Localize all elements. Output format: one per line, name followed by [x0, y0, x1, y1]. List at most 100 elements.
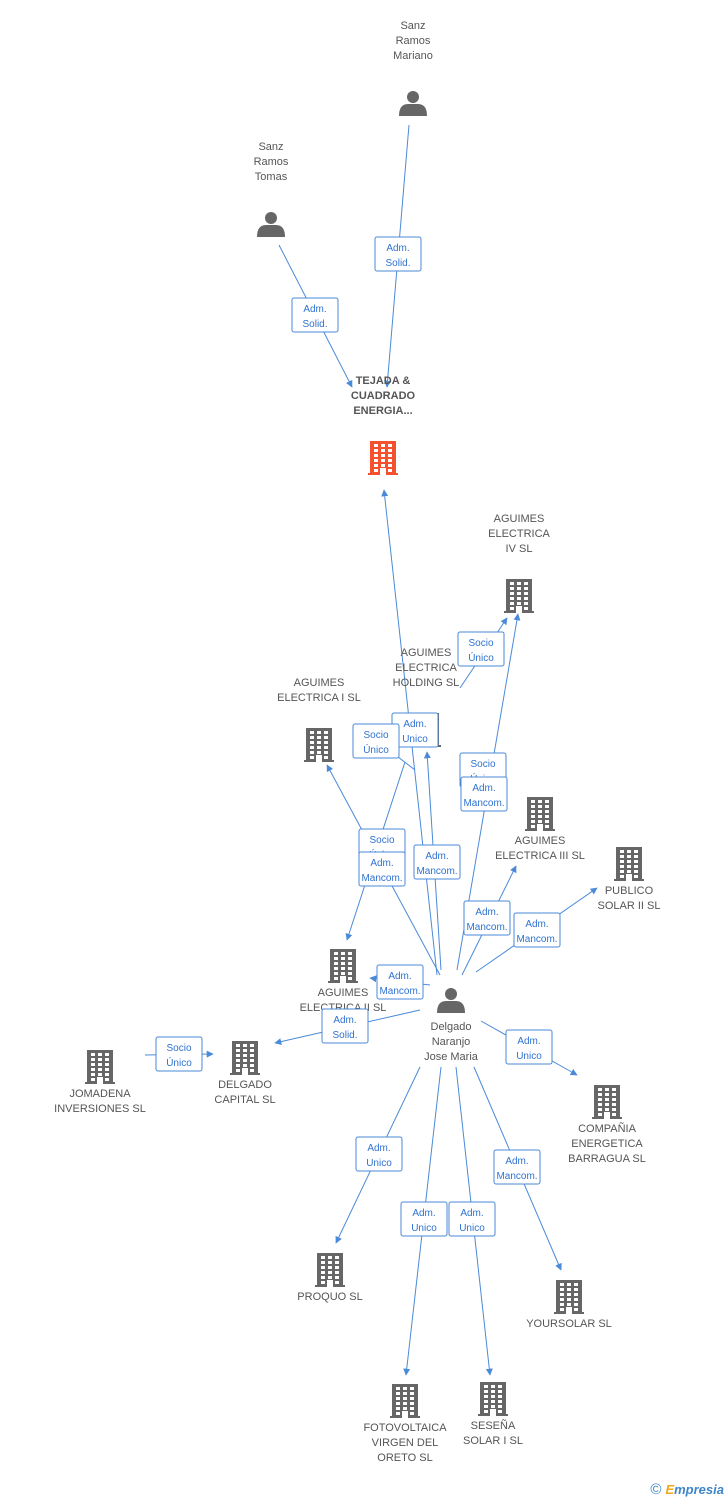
- edge-label-text: Adm.: [425, 851, 448, 862]
- building-icon-aguimes_iii[interactable]: [525, 797, 555, 831]
- edge-label-delgado-aguimes_holding[interactable]: Adm. Mancom.: [413, 844, 461, 880]
- edge-label-delgado-yoursolar[interactable]: Adm. Mancom.: [493, 1149, 541, 1185]
- edge-label-text: Unico: [402, 734, 428, 745]
- node-label-yoursolar[interactable]: YOURSOLAR SL: [526, 1318, 612, 1330]
- node-label-line: INVERSIONES SL: [54, 1103, 146, 1115]
- edge-label-delgado-proquo[interactable]: Adm. Unico: [355, 1136, 403, 1172]
- edge-label-text: Adm.: [475, 907, 498, 918]
- edge-labels-layer: Adm.Solid.Adm.Solid.Adm.UnicoSocioÚnicoS…: [155, 236, 561, 1237]
- building-icon-barragua[interactable]: [592, 1085, 622, 1119]
- copyright-symbol: ©: [650, 1481, 662, 1498]
- building-icon-yoursolar[interactable]: [554, 1280, 584, 1314]
- edge-label-delgado-fotovoltaica[interactable]: Adm.Unico: [400, 1201, 448, 1237]
- edge-label-text: Adm.: [472, 783, 495, 794]
- edge-label-delgado-senesa[interactable]: Adm.Unico: [448, 1201, 496, 1237]
- node-label-line: SESEÑA: [471, 1419, 516, 1432]
- node-label-line: AGUIMES: [494, 513, 545, 525]
- person-icon-delgado[interactable]: [437, 988, 465, 1013]
- node-label-line: SOLAR II SL: [598, 900, 661, 912]
- edge-label-text: Adm.: [388, 971, 411, 982]
- building-icon-delgado_capital[interactable]: [230, 1041, 260, 1075]
- edge-label-text: Único: [166, 1056, 192, 1069]
- edge-label-text: Socio: [166, 1043, 191, 1054]
- edge-label-text: Mancom.: [416, 866, 457, 877]
- node-label-fotovoltaica[interactable]: FOTOVOLTAICA VIRGEN DEL ORETO SL: [363, 1422, 447, 1464]
- footer-brand[interactable]: © Empresia: [650, 1481, 724, 1498]
- node-label-line: Sanz: [258, 141, 283, 153]
- node-label-aguimes_i[interactable]: AGUIMES ELECTRICA I SL: [277, 677, 361, 704]
- edge-label-text: Adm.: [525, 919, 548, 930]
- building-icon-aguimes_ii[interactable]: [328, 949, 358, 983]
- node-label-line: Jose Maria: [424, 1051, 479, 1063]
- edge-label-text: Solid.: [332, 1030, 357, 1041]
- node-label-tejada[interactable]: TEJADA &CUADRADOENERGIA...: [351, 375, 416, 417]
- node-label-line: Delgado: [431, 1021, 472, 1033]
- edge-label-delgado-aguimes_iv[interactable]: Adm. Mancom.: [460, 776, 508, 812]
- node-label-line: Tomas: [255, 171, 288, 183]
- person-icon-sanz_mariano[interactable]: [399, 91, 427, 116]
- building-icon-publico_solar[interactable]: [614, 847, 644, 881]
- edge-label-delgado-barragua[interactable]: Adm.Unico: [505, 1029, 553, 1065]
- edge-label-delgado-aguimes_ii[interactable]: Adm.Mancom.: [376, 964, 424, 1000]
- edge-label-text: Único: [363, 743, 389, 756]
- building-icon-aguimes_i[interactable]: [304, 728, 334, 762]
- building-icon-senesa[interactable]: [478, 1382, 508, 1416]
- edge-label-text: Mancom.: [466, 922, 507, 933]
- node-label-line: ELECTRICA I SL: [277, 692, 361, 704]
- node-label-line: TEJADA &: [356, 375, 411, 387]
- edge-label-text: Adm.: [505, 1156, 528, 1167]
- node-label-line: AGUIMES: [515, 835, 566, 847]
- building-icon-jomadena[interactable]: [85, 1050, 115, 1084]
- edge-label-sanz_mariano-tejada[interactable]: Adm.Solid.: [374, 236, 422, 272]
- node-label-line: VIRGEN DEL: [372, 1437, 439, 1449]
- building-icon-tejada[interactable]: [368, 441, 398, 475]
- building-icon-fotovoltaica[interactable]: [390, 1384, 420, 1418]
- edge-label-text: Mancom.: [496, 1171, 537, 1182]
- edge-label-text: Adm.: [412, 1208, 435, 1219]
- edge-label-text: Unico: [366, 1158, 392, 1169]
- node-label-line: ELECTRICA III SL: [495, 850, 585, 862]
- edge-label-delgado-aguimes_iii[interactable]: Adm. Mancom.: [463, 900, 511, 936]
- node-label-aguimes_iii[interactable]: AGUIMES ELECTRICA III SL: [495, 835, 585, 862]
- node-label-proquo[interactable]: PROQUO SL: [297, 1291, 362, 1303]
- node-label-line: ORETO SL: [377, 1452, 432, 1464]
- edge-label-text: Mancom.: [361, 873, 402, 884]
- node-label-line: FOTOVOLTAICA: [363, 1422, 447, 1434]
- edge-label-text: Adm.: [386, 243, 409, 254]
- person-icon-sanz_tomas[interactable]: [257, 212, 285, 237]
- edge-label-text: Adm.: [370, 858, 393, 869]
- edge-label-text: Socio: [470, 759, 495, 770]
- node-label-line: CAPITAL SL: [214, 1094, 275, 1106]
- edge-label-text: Adm.: [367, 1143, 390, 1154]
- edge-label-delgado-delgado_capital[interactable]: Adm.Solid.: [321, 1008, 369, 1044]
- edge-label-text: Unico: [516, 1051, 542, 1062]
- edge-label-delgado-tejada[interactable]: Adm.Unico: [391, 712, 439, 748]
- edge-label-delgado-aguimes_i[interactable]: Adm. Mancom.: [358, 851, 406, 887]
- node-label-line: AGUIMES: [294, 677, 345, 689]
- building-icon-aguimes_iv[interactable]: [504, 579, 534, 613]
- edge-label-sanz_tomas-tejada[interactable]: Adm.Solid.: [291, 297, 339, 333]
- edge-label-text: Único: [468, 651, 494, 664]
- edge-label-text: Socio: [369, 835, 394, 846]
- edge-label-text: Unico: [459, 1223, 485, 1234]
- edge-label-delgado-publico_solar[interactable]: Adm. Mancom.: [513, 912, 561, 948]
- node-label-line: COMPAÑIA: [578, 1122, 637, 1135]
- edge-label-text: Mancom.: [516, 934, 557, 945]
- building-icon-proquo[interactable]: [315, 1253, 345, 1287]
- node-label-line: ELECTRICA: [395, 662, 457, 674]
- edge-label-text: Mancom.: [463, 798, 504, 809]
